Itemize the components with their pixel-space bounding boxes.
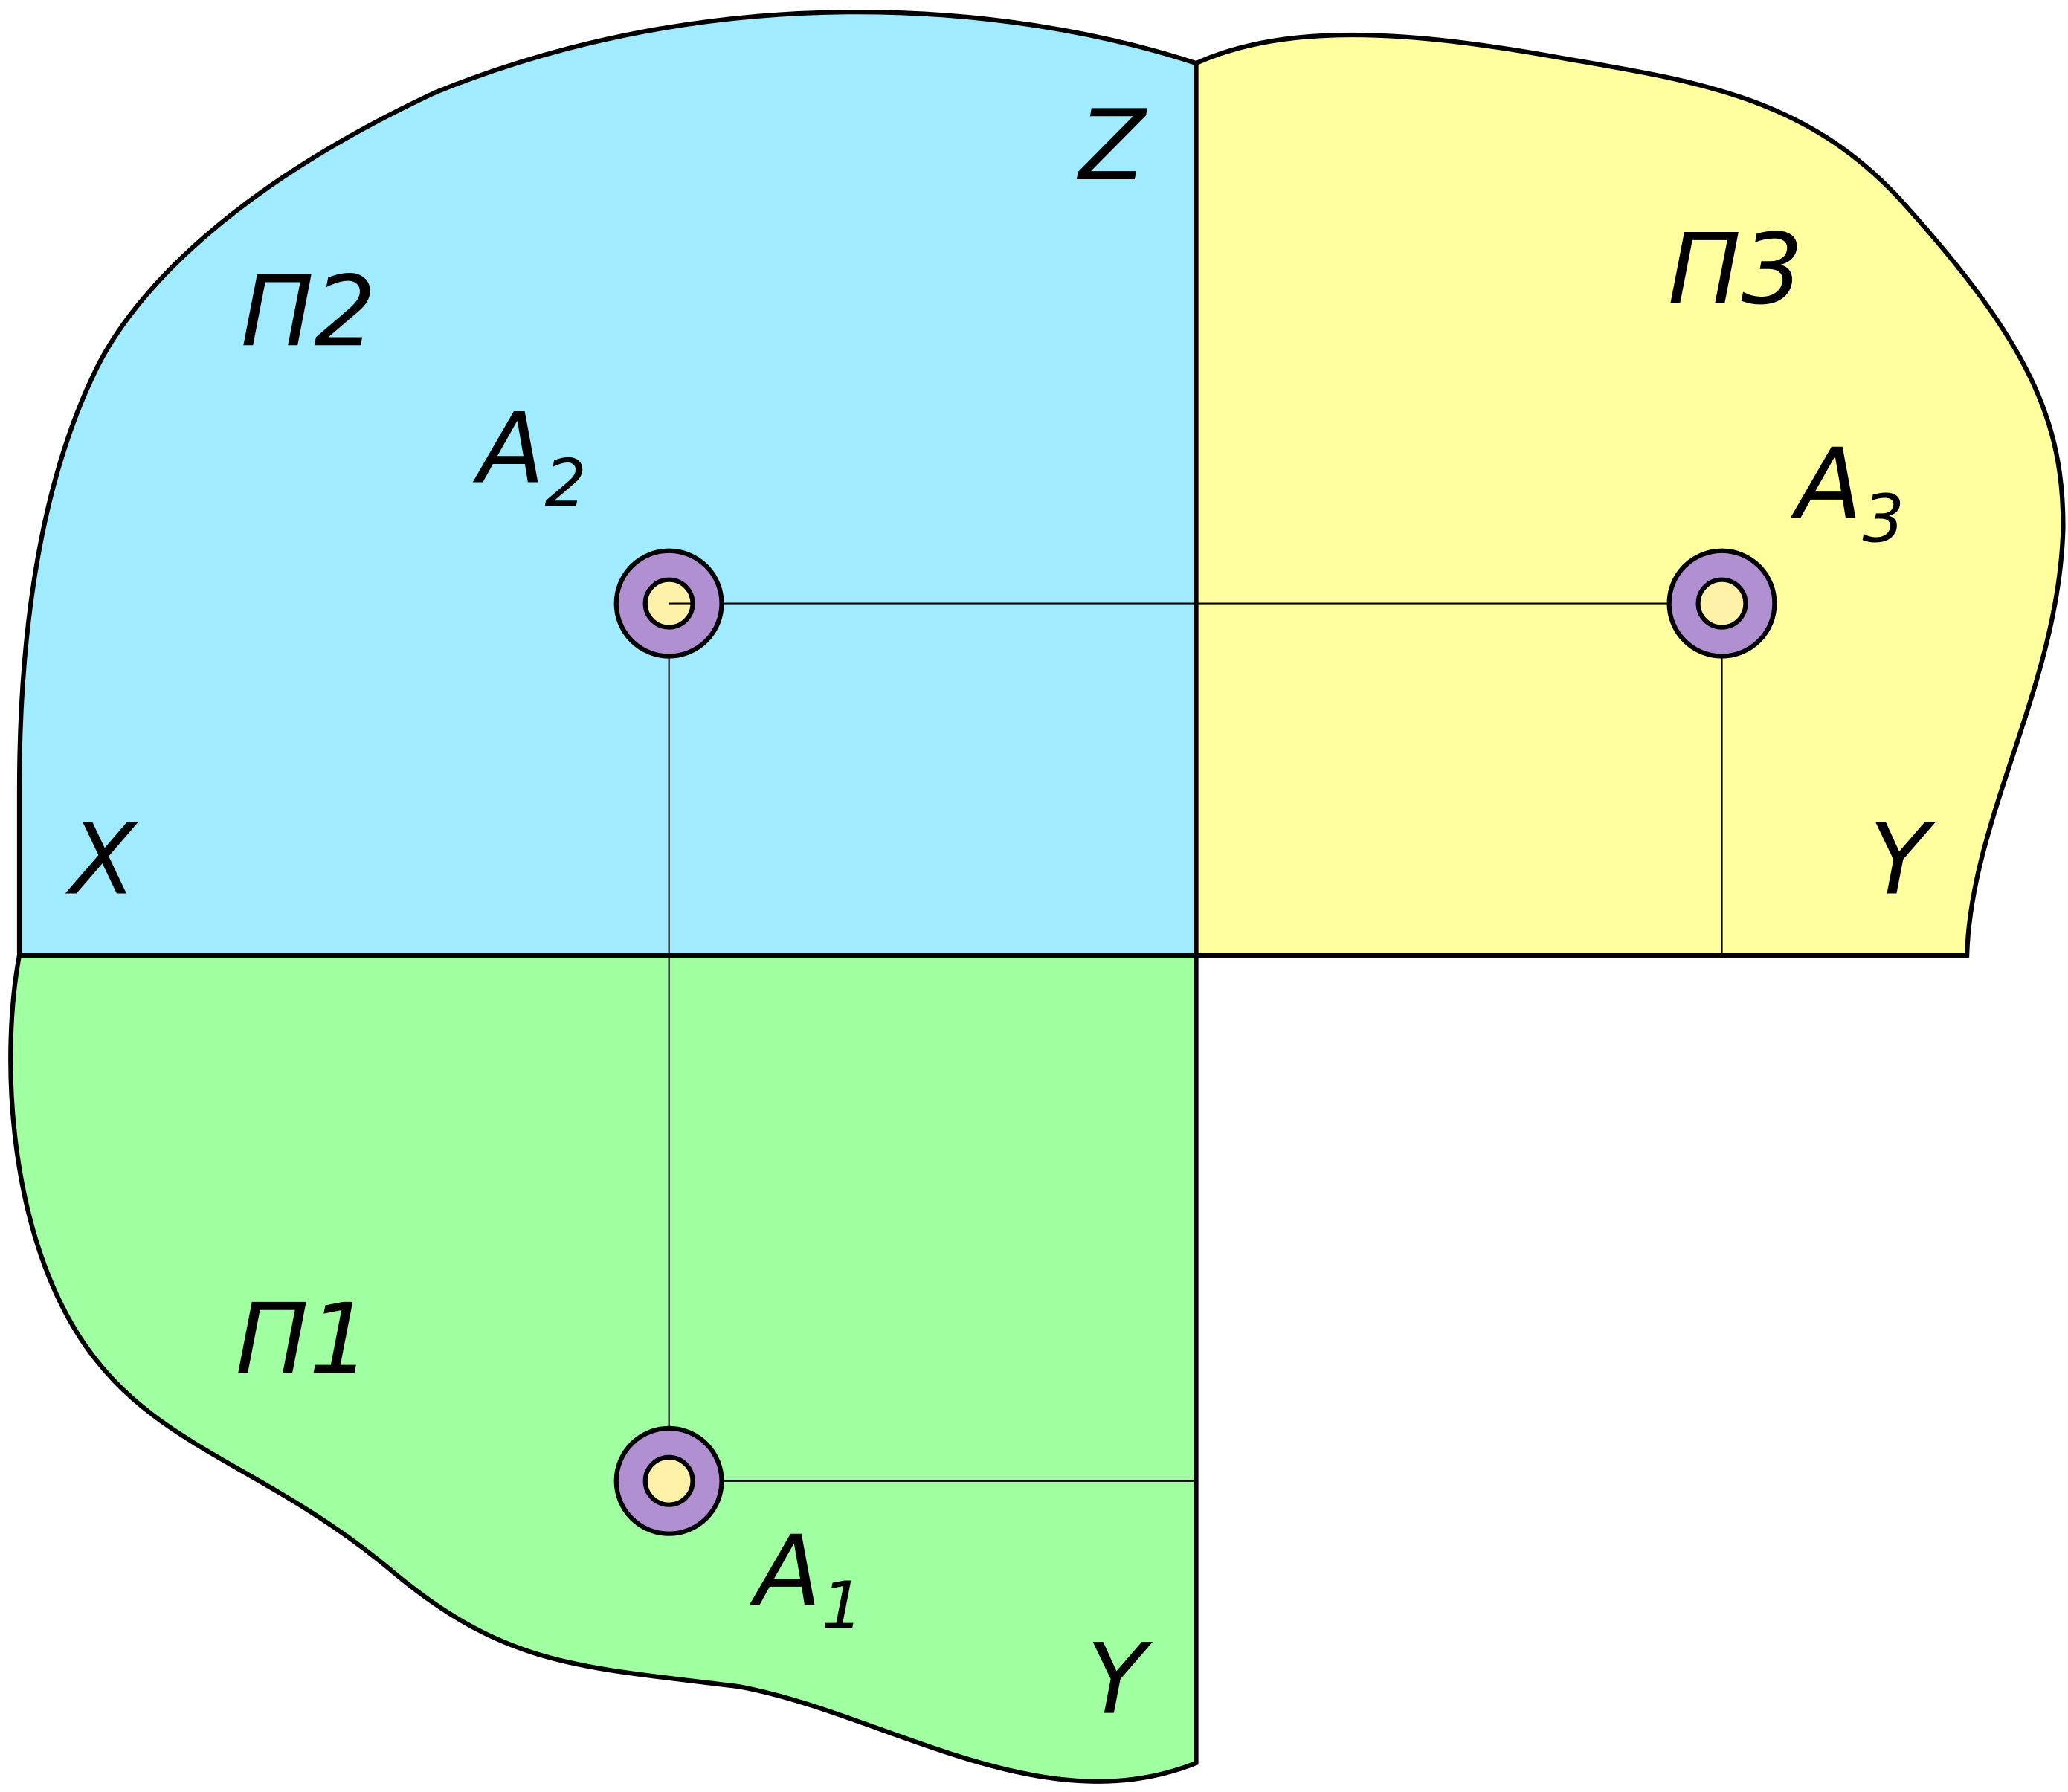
y-axis-label-p3: Y bbox=[1869, 802, 1936, 916]
plane-p3-region bbox=[1194, 32, 2066, 958]
point-a2-label: A2 bbox=[473, 392, 587, 522]
point-a3-label: A3 bbox=[1791, 427, 1904, 557]
x-axis-label: X bbox=[65, 802, 138, 916]
plane-p2-label: П2 bbox=[241, 254, 376, 368]
plane-p3-label: П3 bbox=[1668, 213, 1803, 326]
point-a1-label: A1 bbox=[750, 1514, 863, 1644]
point-a2-marker bbox=[613, 548, 724, 659]
plane-p2-region bbox=[16, 10, 1199, 958]
point-a3-marker bbox=[1666, 548, 1777, 659]
y-axis-label-p1: Y bbox=[1086, 1622, 1153, 1736]
plane-p1-region bbox=[8, 953, 1199, 1784]
point-a1-marker bbox=[613, 1425, 724, 1536]
plane-p1-label: П1 bbox=[236, 1282, 371, 1396]
z-axis-label: Z bbox=[1077, 88, 1148, 202]
